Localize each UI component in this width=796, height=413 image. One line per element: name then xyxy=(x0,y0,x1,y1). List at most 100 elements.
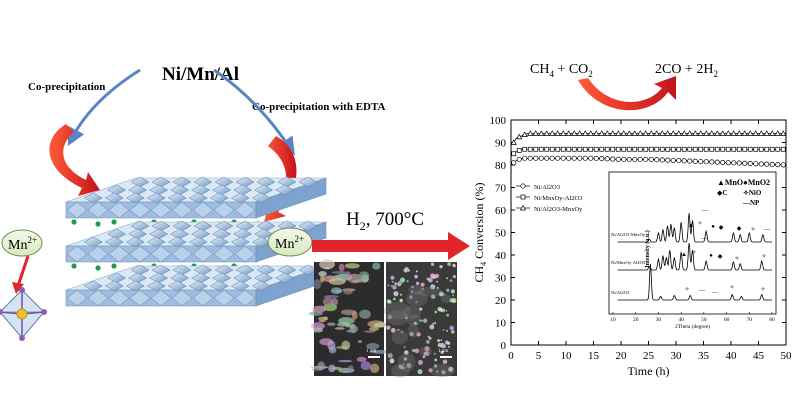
sem-particle xyxy=(420,319,423,322)
sem-cluster xyxy=(440,294,452,304)
sem-grain xyxy=(371,349,389,354)
process-arrow xyxy=(312,232,470,260)
octahedron-tile xyxy=(188,236,208,248)
sem-particle xyxy=(434,322,437,324)
sem-particle xyxy=(403,346,406,348)
sem-particle xyxy=(449,279,453,282)
sem-grain xyxy=(328,364,336,373)
sem-particle xyxy=(428,336,432,340)
data-point xyxy=(714,146,720,152)
x-tick-label: 20 xyxy=(616,350,628,362)
sem-particle xyxy=(411,348,416,353)
sem-particle xyxy=(414,348,420,354)
sem-particle xyxy=(404,266,409,272)
data-point xyxy=(637,130,644,136)
octahedron-front xyxy=(87,289,109,307)
data-point xyxy=(753,146,759,152)
inset-y-label: Intensity (a.u.) xyxy=(644,230,651,268)
octahedron-front xyxy=(150,289,172,307)
octahedron-front xyxy=(66,201,88,219)
peak-marker: — xyxy=(711,290,719,296)
sem-particle xyxy=(446,288,450,292)
data-point xyxy=(664,130,671,136)
sem-particle xyxy=(427,277,433,283)
peak-marker: — xyxy=(763,227,771,233)
data-point xyxy=(593,130,600,136)
inset-legend-item: ●MnO2 xyxy=(743,178,770,187)
octahedron-tile xyxy=(83,192,103,204)
sem-particle xyxy=(433,352,436,355)
octahedron-tile xyxy=(251,236,271,248)
interlayer-anion xyxy=(95,221,101,227)
sem-grain xyxy=(358,271,370,280)
y-tick-label: 80 xyxy=(495,160,507,172)
data-point xyxy=(725,130,732,136)
x-tick-label: 30 xyxy=(671,350,683,362)
data-point xyxy=(577,146,583,152)
data-point xyxy=(653,130,660,136)
sem-particle xyxy=(428,368,433,373)
data-point xyxy=(544,155,550,161)
octahedron-front xyxy=(108,201,130,219)
data-point xyxy=(676,158,682,164)
sem-particle xyxy=(430,294,436,299)
sem-particle xyxy=(446,313,450,317)
data-point xyxy=(758,130,765,136)
sem-particle xyxy=(447,262,451,266)
sem-cluster xyxy=(430,364,455,378)
octahedron-tile xyxy=(209,236,229,248)
interlayer-anion xyxy=(95,265,101,271)
data-point xyxy=(577,155,583,161)
data-point xyxy=(741,130,748,136)
data-point xyxy=(780,162,786,168)
sem-cluster xyxy=(407,324,419,338)
data-point xyxy=(687,146,693,152)
sem-particle xyxy=(415,281,420,286)
data-point xyxy=(648,146,654,152)
octahedron-tile xyxy=(230,192,250,204)
ldh-layer xyxy=(65,220,327,271)
sem-particle xyxy=(451,298,457,304)
x-axis-label: Time (h) xyxy=(628,364,670,378)
sem-particle xyxy=(415,301,418,304)
sem-particle xyxy=(409,331,414,337)
sem-particle xyxy=(452,264,456,268)
data-point xyxy=(544,146,550,152)
data-point xyxy=(714,159,720,165)
sem-particle xyxy=(387,353,393,359)
sem-particle xyxy=(389,358,395,364)
octahedron-front xyxy=(213,201,235,219)
sem-grain xyxy=(319,259,335,270)
octahedron-tile xyxy=(104,236,124,248)
xrd-pattern xyxy=(617,263,772,301)
data-point xyxy=(758,146,764,152)
octahedron-tile xyxy=(83,236,103,248)
x-tick-label: 5 xyxy=(536,350,542,362)
sem-grain xyxy=(360,361,371,371)
sem-particle xyxy=(452,294,455,297)
sem-particle xyxy=(407,269,411,272)
sem-grain xyxy=(356,356,367,362)
data-point xyxy=(632,156,638,162)
sem-grain xyxy=(330,287,343,294)
sem-particle xyxy=(437,306,442,312)
svg-text:Mn2+: Mn2+ xyxy=(8,235,37,253)
data-point xyxy=(659,157,665,163)
x-tick-label: 15 xyxy=(588,350,600,362)
sem-particle xyxy=(440,350,444,354)
xrd-trace-0: Ni/Al2O3-MnxOy xyxy=(611,213,772,243)
sem-particle xyxy=(439,342,445,348)
data-point xyxy=(747,130,754,136)
sem-particle xyxy=(445,329,449,332)
y-tick-label: 10 xyxy=(495,318,507,330)
peak-marker: — xyxy=(701,208,709,214)
octahedron-front xyxy=(234,289,256,307)
sem-particle xyxy=(397,280,403,285)
sem-grain xyxy=(348,365,354,371)
sem-cluster xyxy=(384,301,411,320)
data-point xyxy=(720,159,726,165)
data-point xyxy=(520,183,526,189)
octahedron-tile xyxy=(275,272,295,284)
xrd-pattern xyxy=(617,242,772,271)
octahedron-tile xyxy=(298,176,318,188)
